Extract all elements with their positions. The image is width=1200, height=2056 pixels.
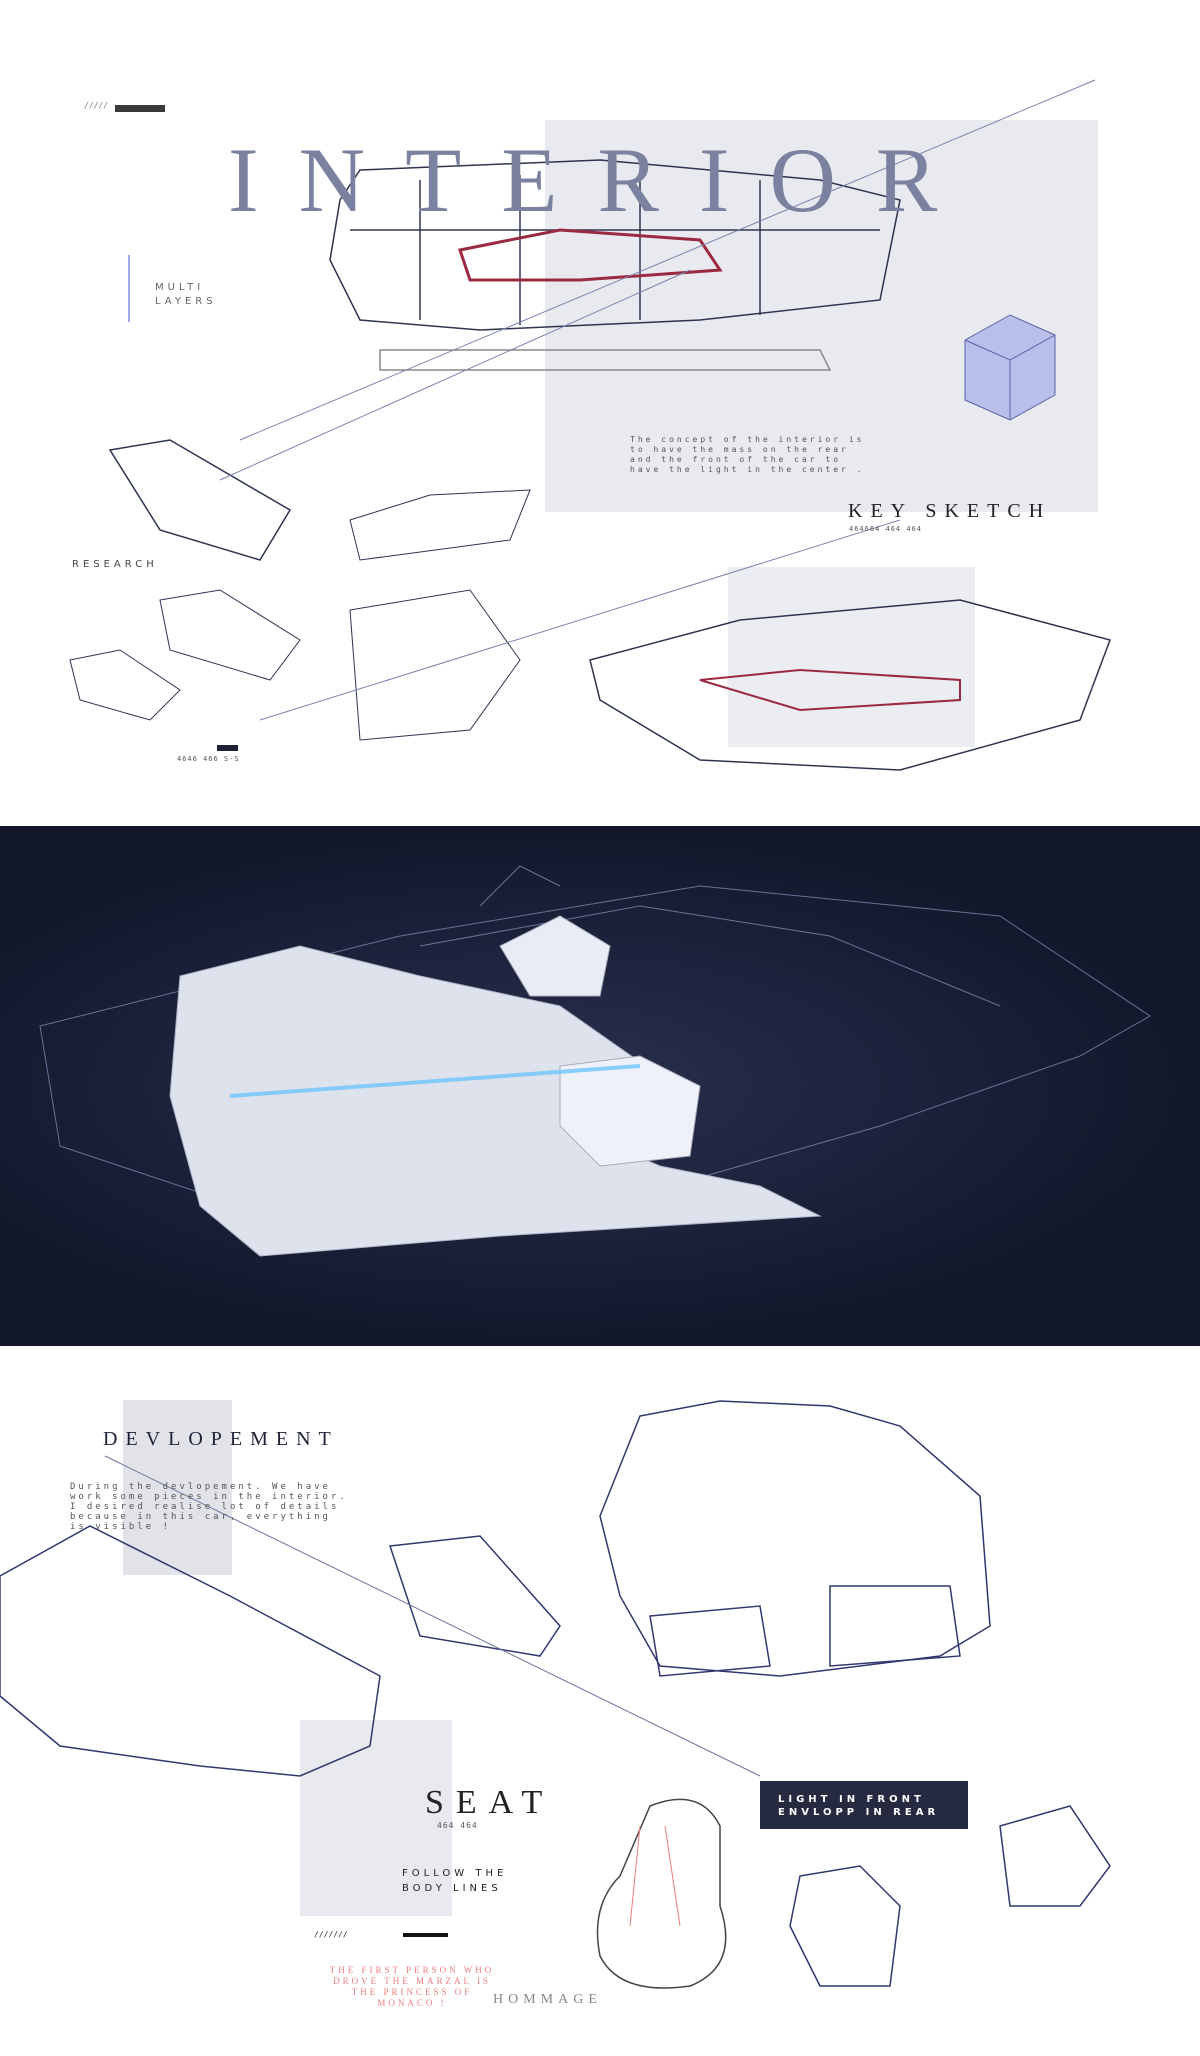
callout-line: LIGHT IN FRONT bbox=[778, 1794, 925, 1805]
caption-line: BODY LINES bbox=[402, 1883, 502, 1894]
label-line: MULTI bbox=[155, 282, 205, 293]
page-title: INTERIOR bbox=[228, 129, 978, 231]
cube-icon bbox=[964, 314, 1056, 421]
top-bar bbox=[115, 105, 165, 112]
development-sketches bbox=[0, 1400, 1111, 1989]
hommage-label: HOMMAGE bbox=[493, 1992, 602, 2007]
key-sketch-outline bbox=[329, 159, 901, 331]
research-label: RESEARCH bbox=[72, 559, 158, 570]
seat-shell bbox=[169, 945, 822, 1257]
accent-line bbox=[128, 255, 130, 322]
research-code: 4646 466 S-S bbox=[177, 755, 240, 763]
seat-code: 464 464 bbox=[437, 1821, 478, 1830]
development-text: During the devlopement. We have work som… bbox=[70, 1482, 348, 1532]
callout-line: ENVLOPP IN REAR bbox=[778, 1807, 940, 1818]
seat-title: SEAT bbox=[425, 1784, 555, 1821]
render-section bbox=[0, 826, 1200, 1346]
multi-layers-label: MULTI LAYERS bbox=[155, 281, 217, 309]
key-sketch-code: 464664 464 464 bbox=[849, 525, 923, 533]
black-bar bbox=[403, 1933, 448, 1937]
marks: /////// bbox=[314, 1930, 348, 1939]
concept-text: The concept of the interior is to have t… bbox=[630, 435, 865, 474]
callout-box: LIGHT IN FRONT ENVLOPP IN REAR bbox=[760, 1781, 968, 1829]
interior-sketches bbox=[69, 79, 1111, 771]
seat-caption: FOLLOW THE BODY LINES bbox=[402, 1866, 507, 1896]
panel-background-seat bbox=[300, 1720, 452, 1916]
label-line: LAYERS bbox=[155, 296, 217, 307]
key-sketch-title: KEY SKETCH bbox=[848, 500, 1052, 522]
caption-line: FOLLOW THE bbox=[402, 1868, 508, 1879]
section-title: DEVLOPEMENT bbox=[103, 1428, 339, 1450]
interior-render bbox=[39, 865, 1151, 1257]
hommage-text: THE FIRST PERSON WHO DROVE THE MARZAL IS… bbox=[329, 1965, 495, 2008]
small-bar bbox=[217, 745, 238, 751]
person-sketch bbox=[596, 1798, 727, 1989]
interior-section: ///// INTERIOR MULTI LA bbox=[0, 0, 1200, 826]
panel-background-2 bbox=[728, 567, 975, 747]
panel-background bbox=[123, 1400, 232, 1575]
development-section: DEVLOPEMENT During the devlopement. We h… bbox=[0, 1346, 1200, 2056]
panel-background bbox=[545, 120, 1098, 512]
